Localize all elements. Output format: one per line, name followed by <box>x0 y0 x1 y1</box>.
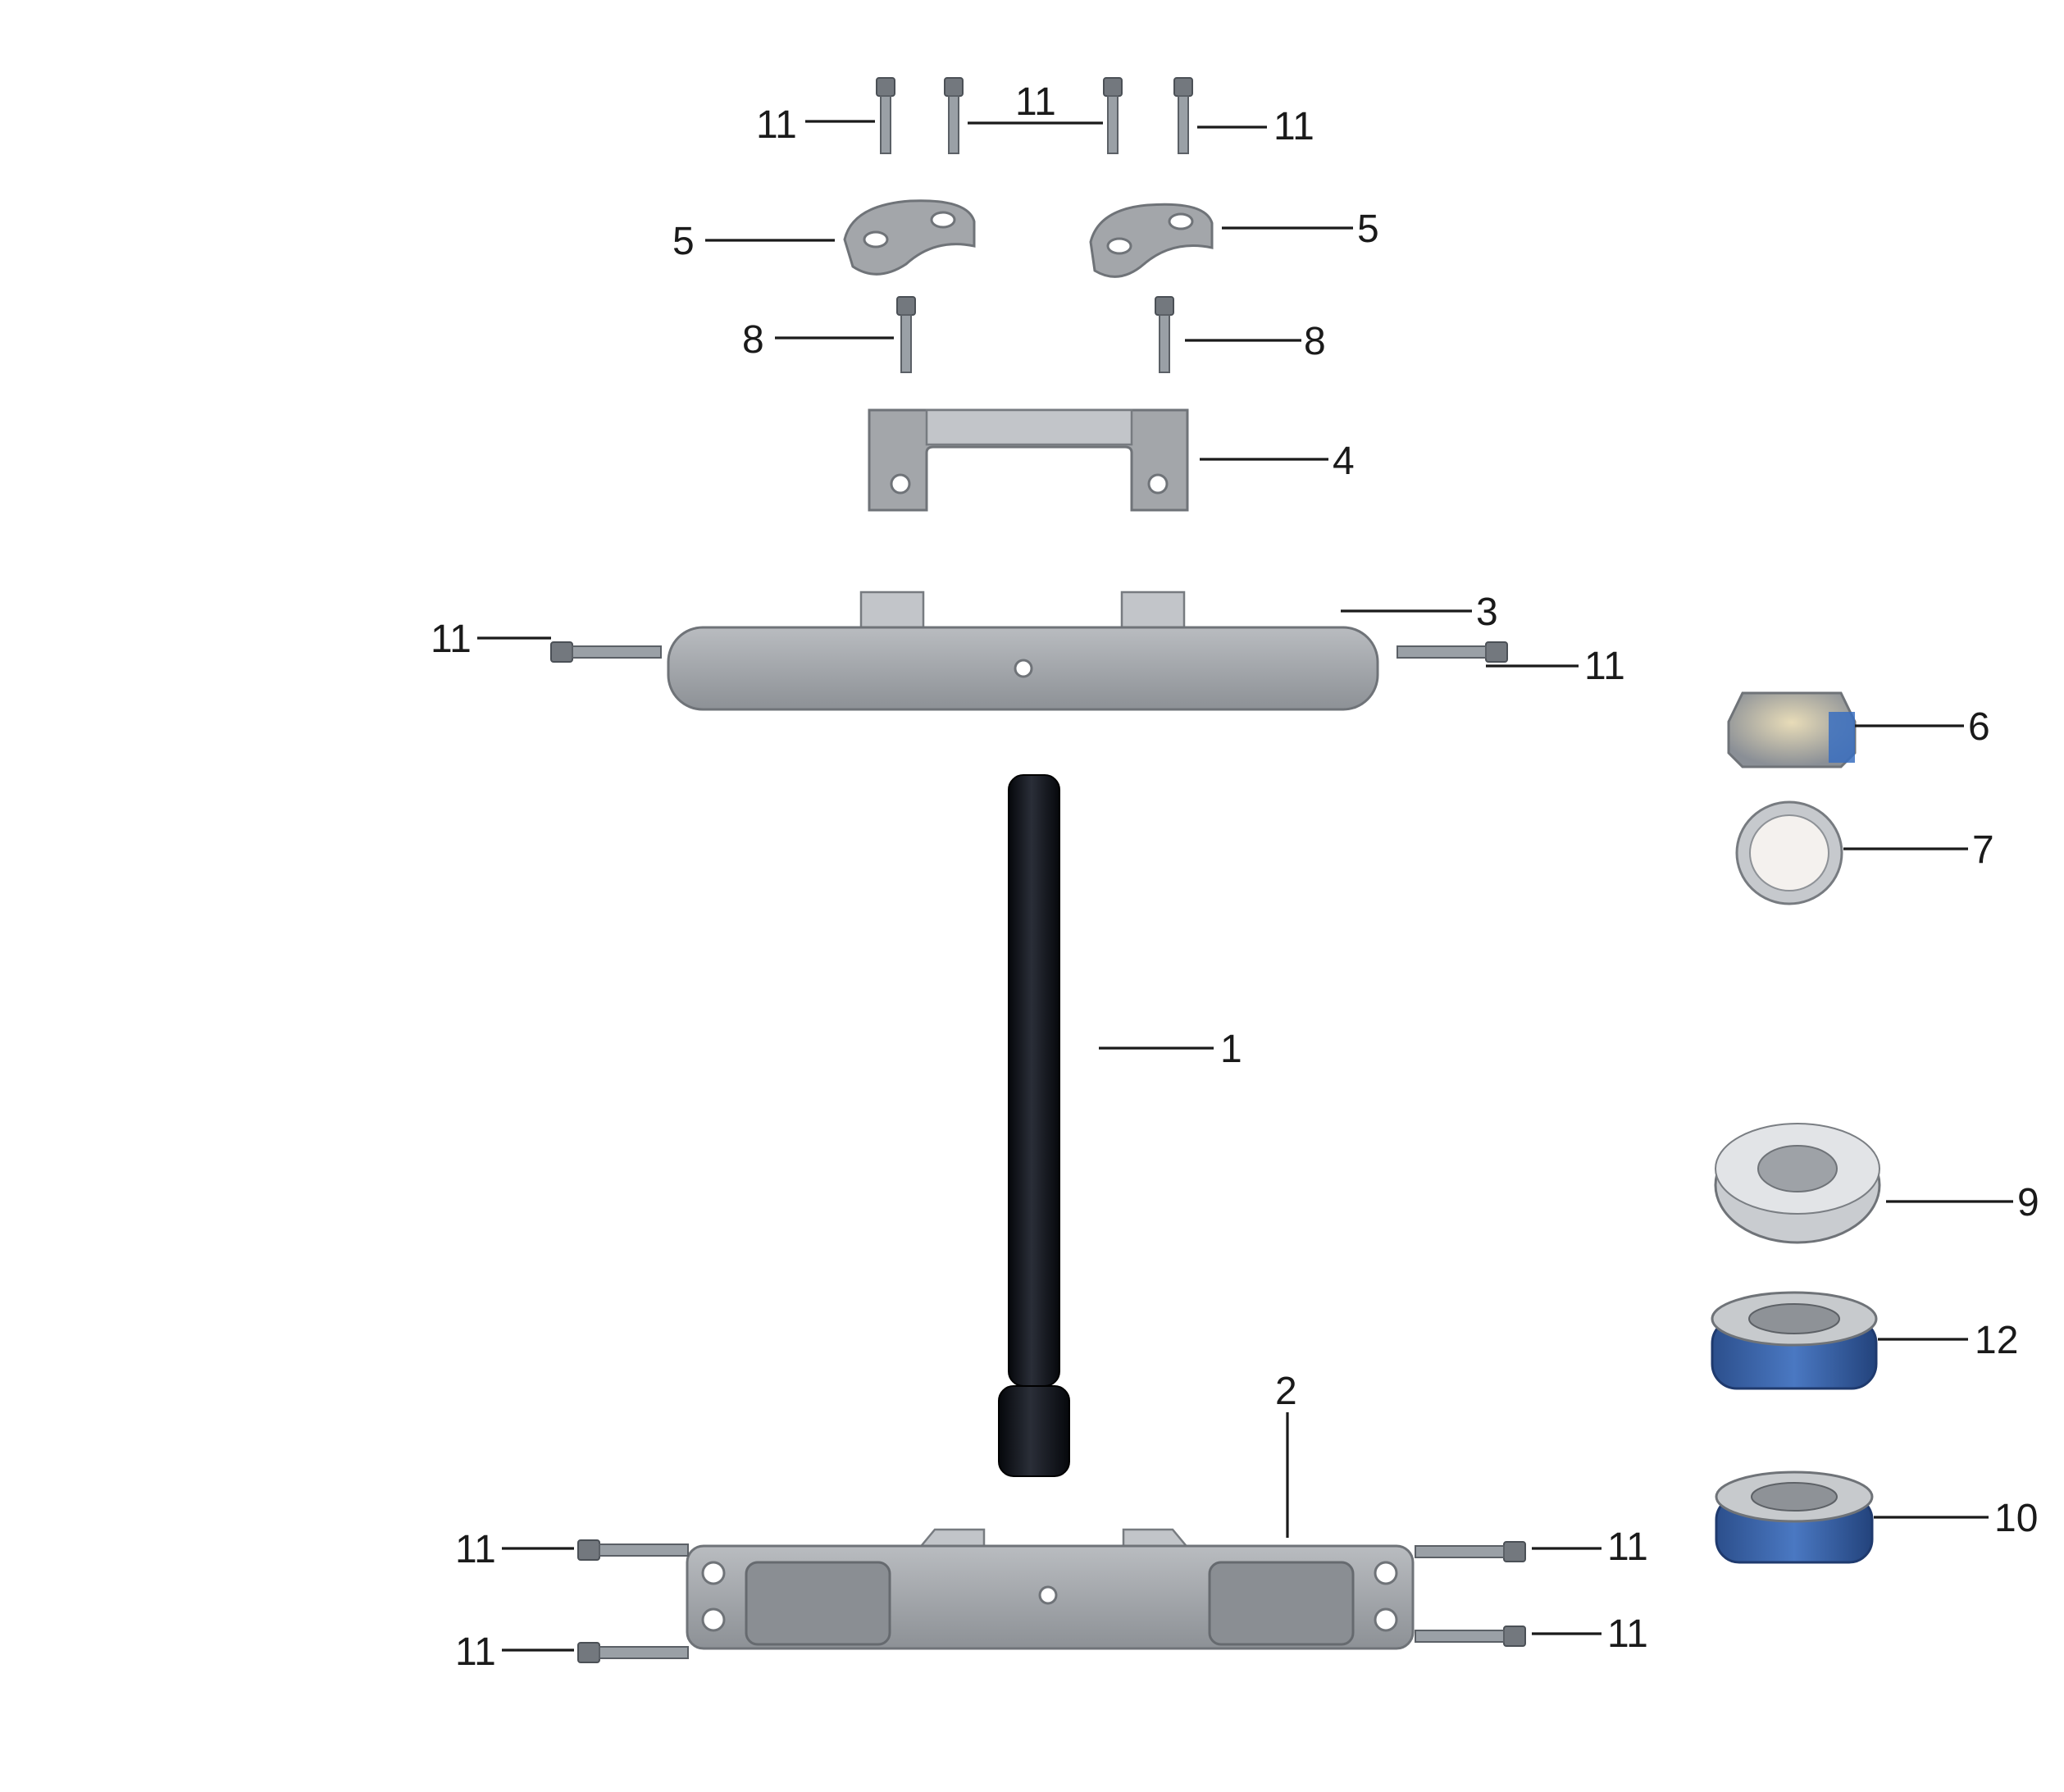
callout-11: 11 <box>756 103 797 147</box>
nut-icon <box>1727 691 1857 768</box>
bolt-icon <box>1173 77 1193 154</box>
callout-6: 6 <box>1968 705 1990 749</box>
callout-11: 11 <box>1607 1612 1648 1656</box>
callout-11: 11 <box>1015 80 1056 124</box>
washer-icon <box>1735 800 1843 905</box>
bolt-icon <box>1397 641 1508 663</box>
tapered-bearing-icon <box>1715 1471 1874 1564</box>
bolt-icon <box>944 77 964 154</box>
callout-5: 5 <box>672 220 695 263</box>
lower-triple-clamp <box>686 1528 1415 1650</box>
handlebar-clamp-base <box>868 408 1189 512</box>
adjusting-nut-icon <box>1714 1123 1881 1244</box>
callout-7: 7 <box>1972 828 1994 872</box>
bolt-icon <box>1155 296 1174 373</box>
callout-11: 11 <box>431 618 472 661</box>
callout-labels: 11 11 11 5 5 8 8 4 3 11 11 6 7 1 9 12 2 … <box>431 80 2039 1674</box>
bolt-icon <box>896 296 916 373</box>
callout-12: 12 <box>1975 1319 2018 1362</box>
callout-11: 11 <box>455 1630 496 1674</box>
bolt-icon <box>1103 77 1123 154</box>
clamp-bolts <box>896 296 1174 373</box>
callout-3: 3 <box>1476 590 1498 634</box>
callout-8: 8 <box>1304 320 1326 363</box>
callout-11: 11 <box>1607 1525 1648 1569</box>
callout-11: 11 <box>1273 105 1314 148</box>
bolt-icon <box>1415 1541 1526 1562</box>
callout-11: 11 <box>1584 645 1625 688</box>
bolt-icon <box>550 641 662 663</box>
clamp-cap-right <box>1089 203 1214 278</box>
bolt-icon <box>1415 1626 1526 1647</box>
bolt-icon <box>876 77 895 154</box>
callout-1: 1 <box>1220 1028 1242 1071</box>
clamp-cap-left <box>843 199 976 276</box>
bolt-icon <box>577 1642 689 1663</box>
steering-stem <box>998 774 1070 1477</box>
bearing-icon <box>1711 1291 1878 1390</box>
upper-triple-clamp <box>667 590 1379 711</box>
callout-2: 2 <box>1275 1370 1297 1413</box>
leader-lines <box>477 120 2013 1652</box>
bolt-icon <box>577 1539 689 1561</box>
callout-10: 10 <box>1994 1497 2038 1540</box>
callout-5: 5 <box>1357 207 1379 251</box>
callout-4: 4 <box>1333 440 1355 483</box>
callout-9: 9 <box>2017 1181 2039 1224</box>
callout-8: 8 <box>742 318 764 362</box>
callout-11: 11 <box>455 1528 496 1571</box>
